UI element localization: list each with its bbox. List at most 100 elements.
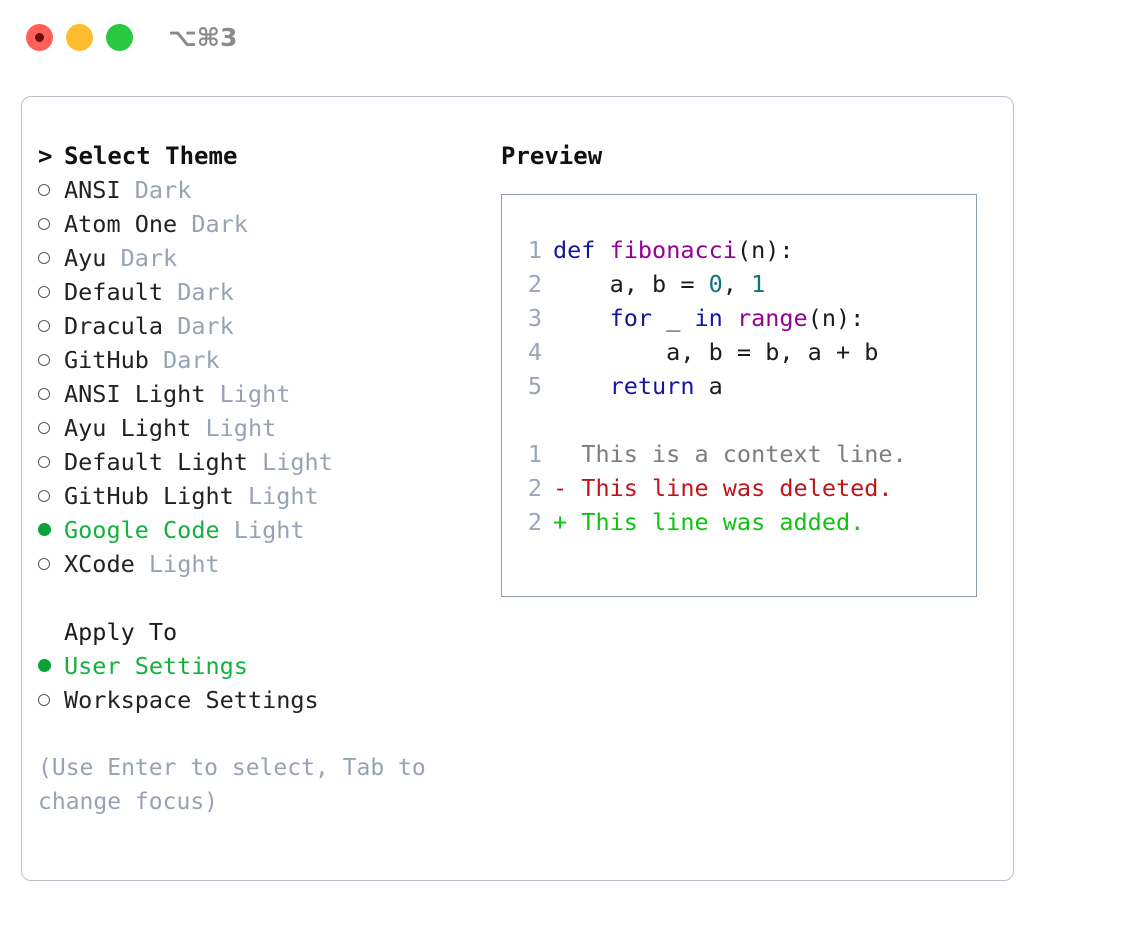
radio-bullet [38, 241, 64, 275]
theme-variant-label: Light [247, 482, 319, 510]
apply-to-option-label: User Settings [64, 652, 248, 680]
code-line: 2 a, b = 0, 1 [512, 267, 976, 301]
radio-bullet [38, 649, 64, 683]
line-number: 1 [527, 440, 542, 468]
diff-line: 1 This is a context line. [512, 437, 976, 471]
code-token: fibonacci [609, 236, 737, 264]
diff-line-text: - This line was deleted. [553, 474, 893, 502]
theme-name: Default [64, 278, 164, 306]
theme-variant-label: Dark [191, 210, 248, 238]
code-token [595, 236, 609, 264]
theme-variant-label: Light [233, 516, 305, 544]
theme-variant-label: Dark [177, 278, 234, 306]
apply-to-title: Apply To [64, 618, 178, 646]
code-token: 1 [751, 270, 766, 298]
diff-line-text: This is a context line. [553, 440, 907, 468]
code-token: _ [652, 304, 695, 332]
code-token: (n): [736, 236, 794, 264]
radio-bullet [38, 513, 64, 547]
theme-name: ANSI [64, 176, 121, 204]
theme-list-item[interactable]: ANSI Light Light [38, 377, 488, 411]
theme-name: GitHub Light [64, 482, 234, 510]
theme-list-item[interactable]: Atom One Dark [38, 207, 488, 241]
radio-selected-icon [38, 659, 51, 672]
theme-list-item[interactable]: XCode Light [38, 547, 488, 581]
code-line: 3 for _ in range(n): [512, 301, 976, 335]
radio-bullet [38, 343, 64, 377]
line-number: 1 [527, 236, 542, 264]
radio-bullet [38, 309, 64, 343]
line-number: 3 [527, 304, 542, 332]
preview-title: Preview [501, 142, 603, 170]
theme-variant-label: Dark [163, 346, 220, 374]
theme-variant-label: Light [219, 380, 291, 408]
minimize-button[interactable] [66, 24, 93, 51]
radio-bullet [38, 683, 64, 717]
code-token: a, b = [553, 270, 709, 298]
theme-list-item[interactable]: ANSI Dark [38, 173, 488, 207]
code-token: a, b = b, a + b [553, 338, 879, 366]
theme-variant-label: Dark [177, 312, 234, 340]
theme-variant-label: Light [148, 550, 220, 578]
theme-list-item[interactable]: GitHub Light Light [38, 479, 488, 513]
code-token: , [722, 270, 752, 298]
theme-list-item[interactable]: Ayu Light Light [38, 411, 488, 445]
line-number: 5 [527, 372, 542, 400]
radio-unselected-icon [38, 285, 50, 298]
theme-list-item[interactable]: Google Code Light [38, 513, 488, 547]
radio-bullet [38, 275, 64, 309]
theme-list-item[interactable]: Ayu Dark [38, 241, 488, 275]
radio-bullet [38, 445, 64, 479]
apply-to-option[interactable]: User Settings [38, 649, 488, 683]
theme-list-item[interactable]: Dracula Dark [38, 309, 488, 343]
line-number: 4 [527, 338, 542, 366]
line-number: 2 [527, 270, 542, 298]
radio-unselected-icon [38, 217, 50, 230]
radio-bullet [38, 173, 64, 207]
close-button[interactable] [26, 24, 53, 51]
theme-list-item[interactable]: Default Light Light [38, 445, 488, 479]
code-token: in [694, 304, 723, 332]
title-bar: ⌥⌘3 [0, 0, 1140, 78]
radio-bullet [38, 411, 64, 445]
theme-name: Ayu Light [64, 414, 192, 442]
theme-variant-label: Light [262, 448, 333, 476]
code-line: 5 return a [512, 369, 976, 403]
radio-bullet [38, 547, 64, 581]
theme-name: ANSI Light [64, 380, 206, 408]
theme-name: Google Code [64, 516, 220, 544]
apply-to-option[interactable]: Workspace Settings [38, 683, 488, 717]
code-token [553, 372, 610, 400]
theme-name: Ayu [64, 244, 107, 272]
theme-variant-label: Light [205, 414, 277, 442]
line-number: 2 [527, 508, 542, 536]
theme-list-item[interactable]: Default Dark [38, 275, 488, 309]
radio-unselected-icon [38, 183, 50, 196]
radio-bullet [38, 479, 64, 513]
maximize-button[interactable] [106, 24, 133, 51]
code-token: (n): [807, 304, 865, 332]
code-diff-gap [512, 403, 976, 437]
apply-to-option-label: Workspace Settings [64, 686, 319, 714]
theme-list-item[interactable]: GitHub Dark [38, 343, 488, 377]
theme-variant-label: Dark [134, 176, 192, 204]
radio-unselected-icon [38, 353, 50, 366]
diff-line-text: + This line was added. [553, 508, 865, 536]
traffic-lights [26, 24, 133, 51]
radio-unselected-icon [38, 557, 50, 570]
code-line: 1 def fibonacci(n): [512, 233, 976, 267]
radio-selected-icon [38, 523, 51, 536]
diff-line: 2 + This line was added. [512, 505, 976, 539]
radio-unselected-icon [38, 693, 50, 706]
radio-unselected-icon [38, 489, 50, 502]
code-token: a [694, 372, 723, 400]
code-token: return [609, 372, 695, 400]
diff-line: 2- This line was deleted. [512, 471, 976, 505]
code-token: def [553, 236, 596, 264]
